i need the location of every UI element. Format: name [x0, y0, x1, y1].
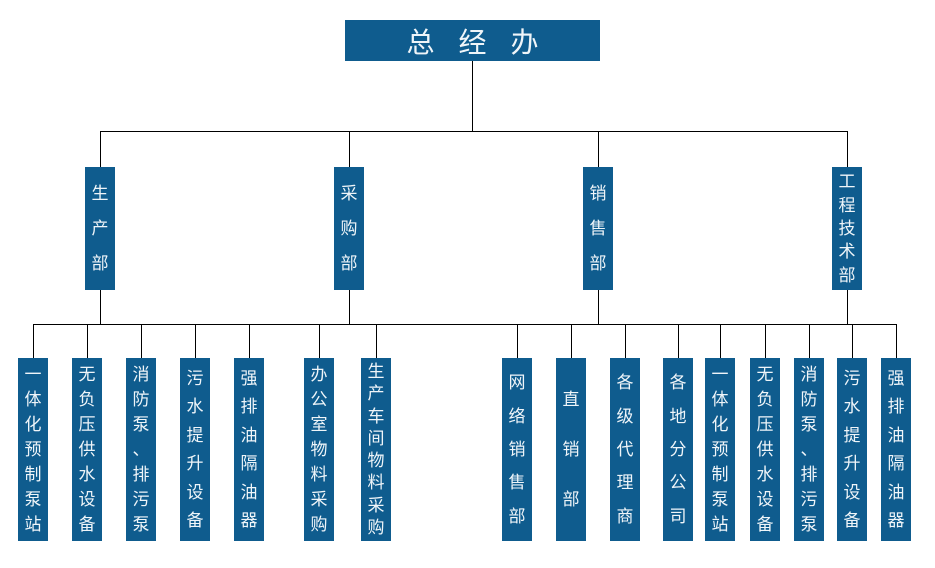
connector-line [100, 290, 101, 324]
connector-line [100, 131, 848, 132]
connector-line [349, 131, 350, 167]
dept-box-procurement: 采购部 [334, 167, 364, 290]
connector-line [472, 61, 473, 131]
unit-box-integrated-pump-station: 一体化预制泵站 [705, 358, 735, 541]
connector-line [349, 290, 350, 324]
connector-line [141, 324, 142, 358]
connector-line [852, 324, 853, 358]
connector-line [249, 324, 250, 358]
connector-line [87, 324, 88, 358]
unit-box-non-negative-pressure-water-supply: 无负压供水设备 [750, 358, 780, 541]
unit-box-oil-separator: 强排油隔油器 [234, 358, 264, 541]
connector-line [720, 324, 721, 358]
unit-box-integrated-pump-station: 一体化预制泵站 [18, 358, 48, 541]
dept-box-engineering-tech: 工程技术部 [832, 167, 862, 290]
connector-line [100, 131, 101, 167]
dept-box-sales: 销售部 [583, 167, 613, 290]
unit-box-workshop-materials-procurement: 生产车间物料采购 [361, 358, 391, 541]
root-label: 总经办 [406, 27, 563, 59]
unit-box-fire-sewage-pumps: 消防泵、排污泵 [794, 358, 824, 541]
unit-box-direct-sales-dept: 直销部 [556, 358, 586, 541]
connector-line [896, 324, 897, 358]
connector-line [625, 324, 626, 358]
connector-line [847, 131, 848, 167]
unit-box-oil-separator: 强排油隔油器 [881, 358, 911, 541]
connector-line [33, 324, 34, 358]
connector-line [847, 290, 848, 324]
connector-line [319, 324, 320, 358]
root-box-general-manager-office: 总经办 [345, 20, 600, 61]
connector-line [598, 290, 599, 324]
connector-line [571, 324, 572, 358]
connector-line [765, 324, 766, 358]
unit-box-sewage-lifting-equipment: 污水提升设备 [837, 358, 867, 541]
unit-box-online-sales-dept: 网络销售部 [502, 358, 532, 541]
connector-line [678, 324, 679, 358]
connector-line [195, 324, 196, 358]
connector-line [33, 324, 897, 325]
connector-line [517, 324, 518, 358]
unit-box-fire-sewage-pumps: 消防泵、排污泵 [126, 358, 156, 541]
connector-line [809, 324, 810, 358]
unit-box-agents: 各级代理商 [610, 358, 640, 541]
unit-box-non-negative-pressure-water-supply: 无负压供水设备 [72, 358, 102, 541]
connector-line [376, 324, 377, 358]
connector-line [598, 131, 599, 167]
unit-box-office-materials-procurement: 办公室物料采购 [304, 358, 334, 541]
unit-box-branch-companies: 各地分公司 [663, 358, 693, 541]
dept-box-production: 生产部 [85, 167, 115, 290]
unit-box-sewage-lifting-equipment: 污水提升设备 [180, 358, 210, 541]
